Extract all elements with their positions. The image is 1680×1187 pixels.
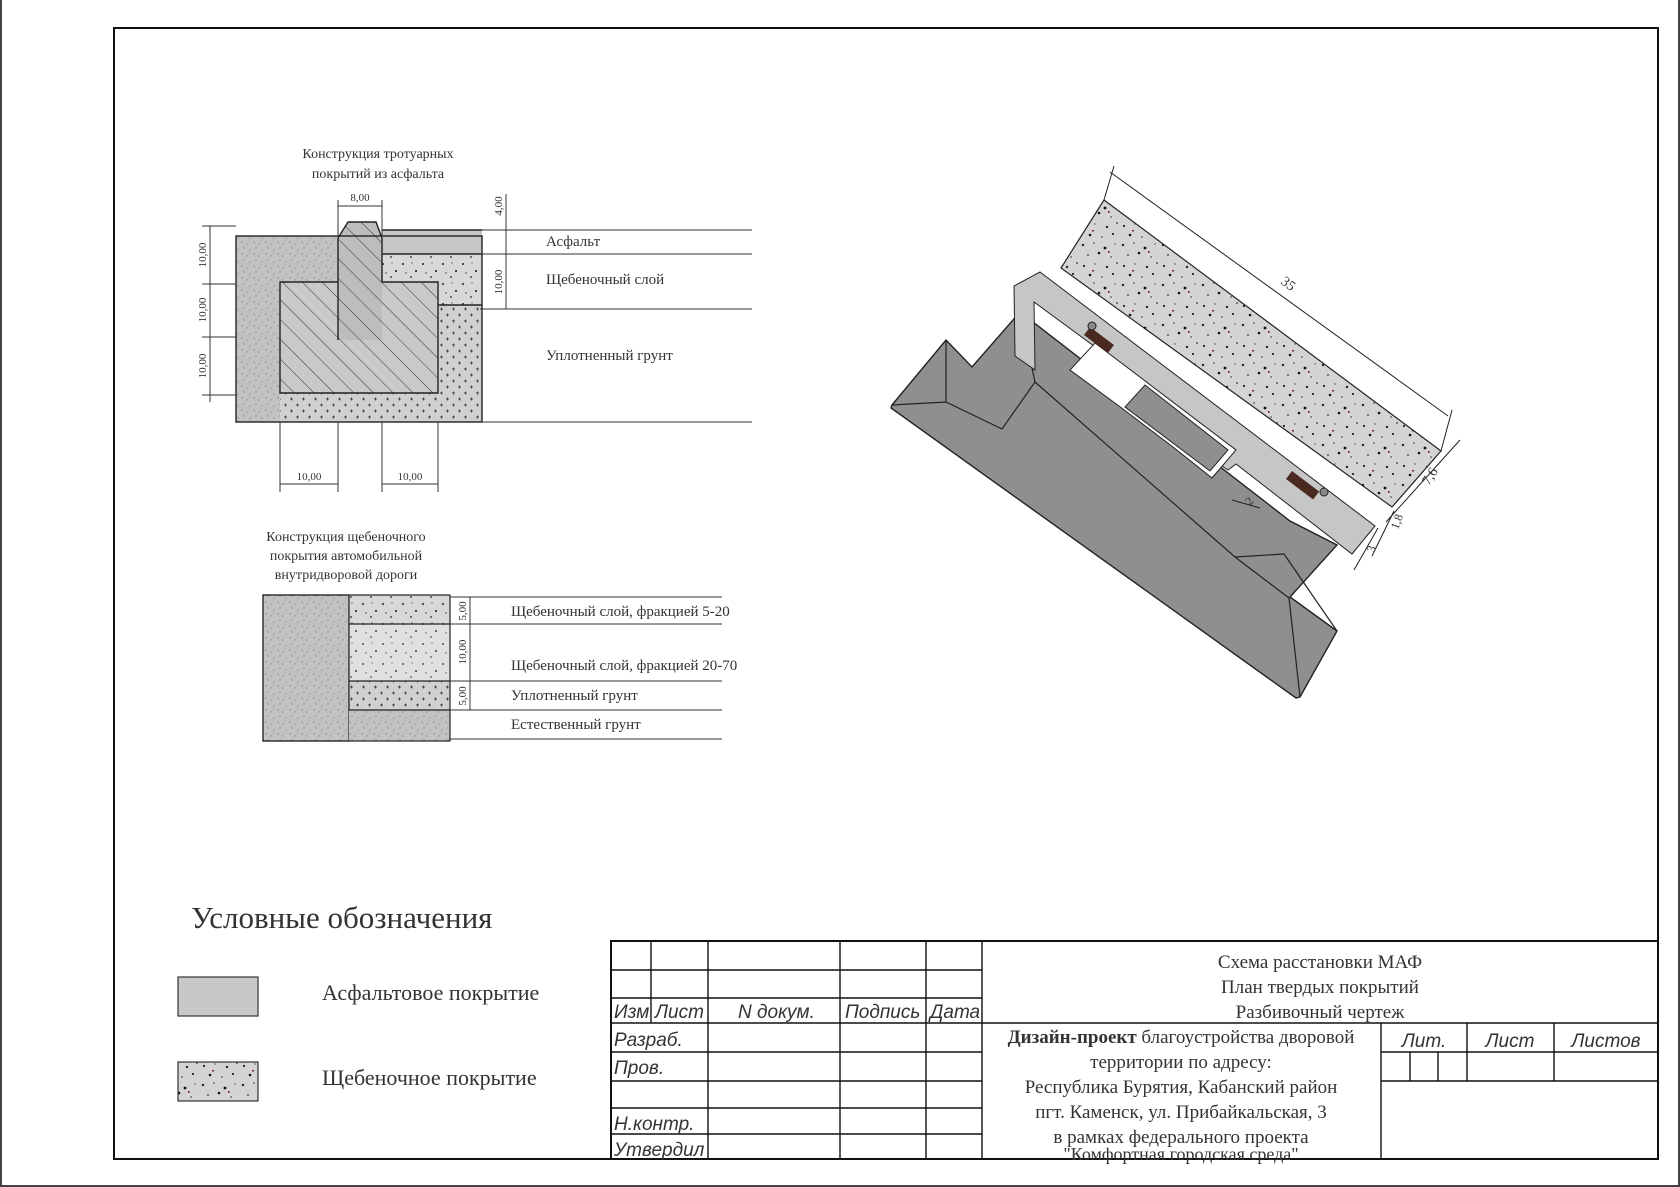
legend-title: Условные обозначения [191,900,492,935]
plan-dim-a: 1,8 [1388,512,1406,531]
stamp-project-line-6: "Комфортная городская среда" [1063,1144,1298,1164]
asphalt-layer [382,230,482,254]
road-dim-3: 5,00 [457,686,469,706]
stamp-title-2: План твердых покрытий [1221,977,1419,998]
road-layer-4: Естественный грунт [511,717,641,733]
curb-stone-top [338,222,382,340]
stamp-project-line-2: территории по адресу: [1090,1052,1272,1073]
road-layer-1: Щебеночный слой, фракцией 5-20 [511,604,730,620]
bench-icon-cap [1087,321,1097,331]
stamp-project-line-1: Дизайн-проект благоустройства дворовой [1008,1027,1355,1048]
legend-asphalt-swatch [177,976,259,1017]
legend-asphalt-label: Асфальтовое покрытие [322,980,539,1005]
stamp-col-sign: Подпись [845,1002,920,1023]
stamp-col-date: Дата [928,1002,980,1023]
stamp-project-line-4: пгт. Каменск, ул. Прибайкальская, 3 [1035,1102,1327,1123]
road-title-3: внутридворовой дороги [275,568,418,583]
stamp-listov: Листов [1569,1031,1640,1052]
sidewalk-title-2: покрытий из асфальта [312,167,445,182]
sidewalk-section: Конструкция тротуарных покрытий из асфал… [197,147,752,492]
dim-left-1: 10,00 [197,242,209,267]
stamp-col-izm: Изм [614,1002,649,1023]
road-dim-2: 10,00 [457,639,469,664]
dim-bottom-1: 10,00 [297,471,322,483]
stamp-list: Лист [1484,1031,1535,1052]
stamp-project-line-3: Республика Бурятия, Кабанский район [1025,1077,1338,1098]
stamp-row-nkontr: Н.контр. [614,1114,694,1135]
layer-gravel-label: Щебеночный слой [546,272,664,288]
site-plan: 35 7,6 1,8 3 2 [890,165,1461,699]
stamp-col-list: Лист [653,1002,704,1023]
plan-small-box [1124,384,1229,472]
stamp-row-utverdil: Утвердил [613,1140,705,1161]
road-title-1: Конструкция щебеночного [266,530,425,545]
dim-top: 8,00 [350,192,370,204]
legend-gravel-label: Щебеночное покрытие [322,1065,537,1090]
soil-right [438,305,482,422]
sidewalk-title-1: Конструкция тротуарных [302,147,453,162]
building-roof [890,311,1339,699]
layer-asphalt-label: Асфальт [546,234,601,250]
bench-icon-2 [1285,471,1320,500]
dim-left-2: 10,00 [197,297,209,322]
curb-stone-hatch [280,282,338,393]
dim-right-mid: 10,00 [493,269,505,294]
bench-icon [1083,326,1114,354]
stamp-row-prov: Пров. [614,1058,664,1079]
stamp-title-3: Разбивочный чертеж [1236,1002,1406,1023]
title-block: Изм Лист N докум. Подпись Дата Разраб. П… [610,940,1659,1164]
legend-gravel-swatch [177,1061,259,1102]
dim-left-3: 10,00 [197,353,209,378]
stamp-col-ndoc: N докум. [738,1002,815,1023]
plan-gravel-pad [1060,199,1442,508]
dim-bottom-2: 10,00 [398,471,423,483]
stamp-row-razrab: Разраб. [614,1030,683,1051]
dim-right-top: 4,00 [493,196,505,216]
plan-dim-length: 35 [1278,274,1298,294]
road-title-2: покрытия автомобильной [270,549,423,564]
stamp-project-line-5: в рамках федерального проекта [1053,1127,1309,1148]
curb-stone-right [338,282,438,393]
road-layer-3: Уплотненный грунт [511,688,638,704]
bench-icon-2-cap [1319,487,1329,497]
plan-dim-b: 3 [1364,544,1379,554]
legend: Условные обозначения Асфальтовое покрыти… [177,900,539,1102]
road-layer-2: Щебеночный слой, фракцией 20-70 [511,658,737,674]
curb-top-fine [236,236,338,282]
road-dim-1: 5,00 [457,601,469,621]
stamp-title-1: Схема расстановки МАФ [1218,952,1422,973]
road-section: Конструкция щебеночного покрытия автомоб… [262,530,737,742]
layer-soil-label: Уплотненный грунт [546,348,673,364]
stamp-lit: Лит. [1400,1031,1447,1052]
